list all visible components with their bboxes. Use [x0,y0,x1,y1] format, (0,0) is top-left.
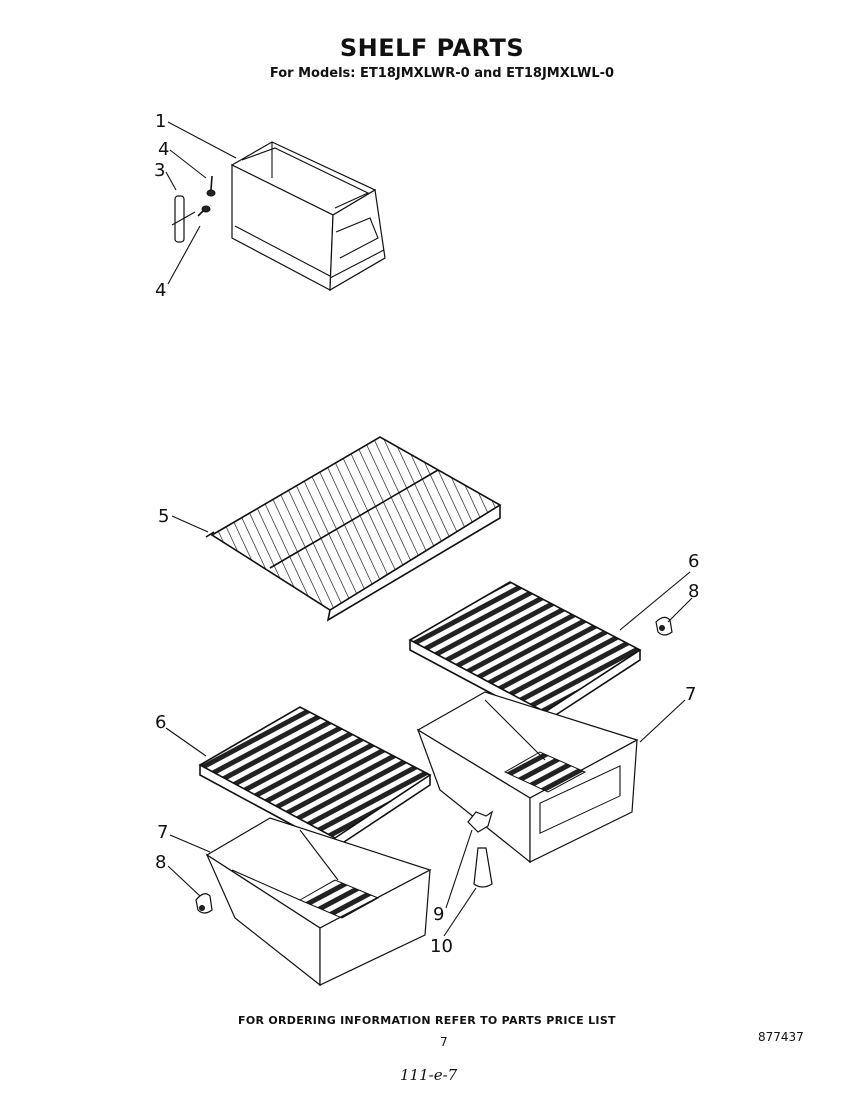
page-number: 7 [440,1035,448,1049]
leader-lines [165,121,693,937]
callout-5: 5 [158,506,169,527]
crisper-shelf-right [408,581,642,723]
callout-7-right: 7 [685,684,696,705]
crisper-shelf-left [198,706,432,849]
handwritten-note: 111-e-7 [400,1066,458,1084]
screw-lower [197,205,211,217]
callout-8-left: 8 [155,852,166,873]
callout-6-left: 6 [155,712,166,733]
center-support-clip [467,810,494,833]
callout-9: 9 [433,904,444,925]
callout-6-right: 6 [688,551,699,572]
callout-4-upper: 4 [158,139,169,160]
callout-4-lower: 4 [155,280,166,301]
door-shelf-bin [230,141,386,292]
crisper-drawer-right [416,691,639,864]
callout-8-right: 8 [688,581,699,602]
callout-7-left: 7 [157,822,168,843]
document-number: 877437 [758,1030,804,1044]
ordering-note: FOR ORDERING INFORMATION REFER TO PARTS … [238,1014,616,1027]
screw-upper [206,175,216,197]
clip-left [195,893,213,914]
shelf-bracket [171,195,196,243]
callout-1: 1 [155,111,166,132]
page-title: SHELF PARTS [339,34,525,62]
model-subtitle: For Models: ET18JMXLWR-0 and ET18JMXLWL-… [269,66,615,81]
center-support-leg [473,847,493,888]
callout-3: 3 [154,160,165,181]
callout-10: 10 [430,936,453,957]
crisper-drawer-left [205,817,432,987]
wire-shelf [205,436,502,622]
